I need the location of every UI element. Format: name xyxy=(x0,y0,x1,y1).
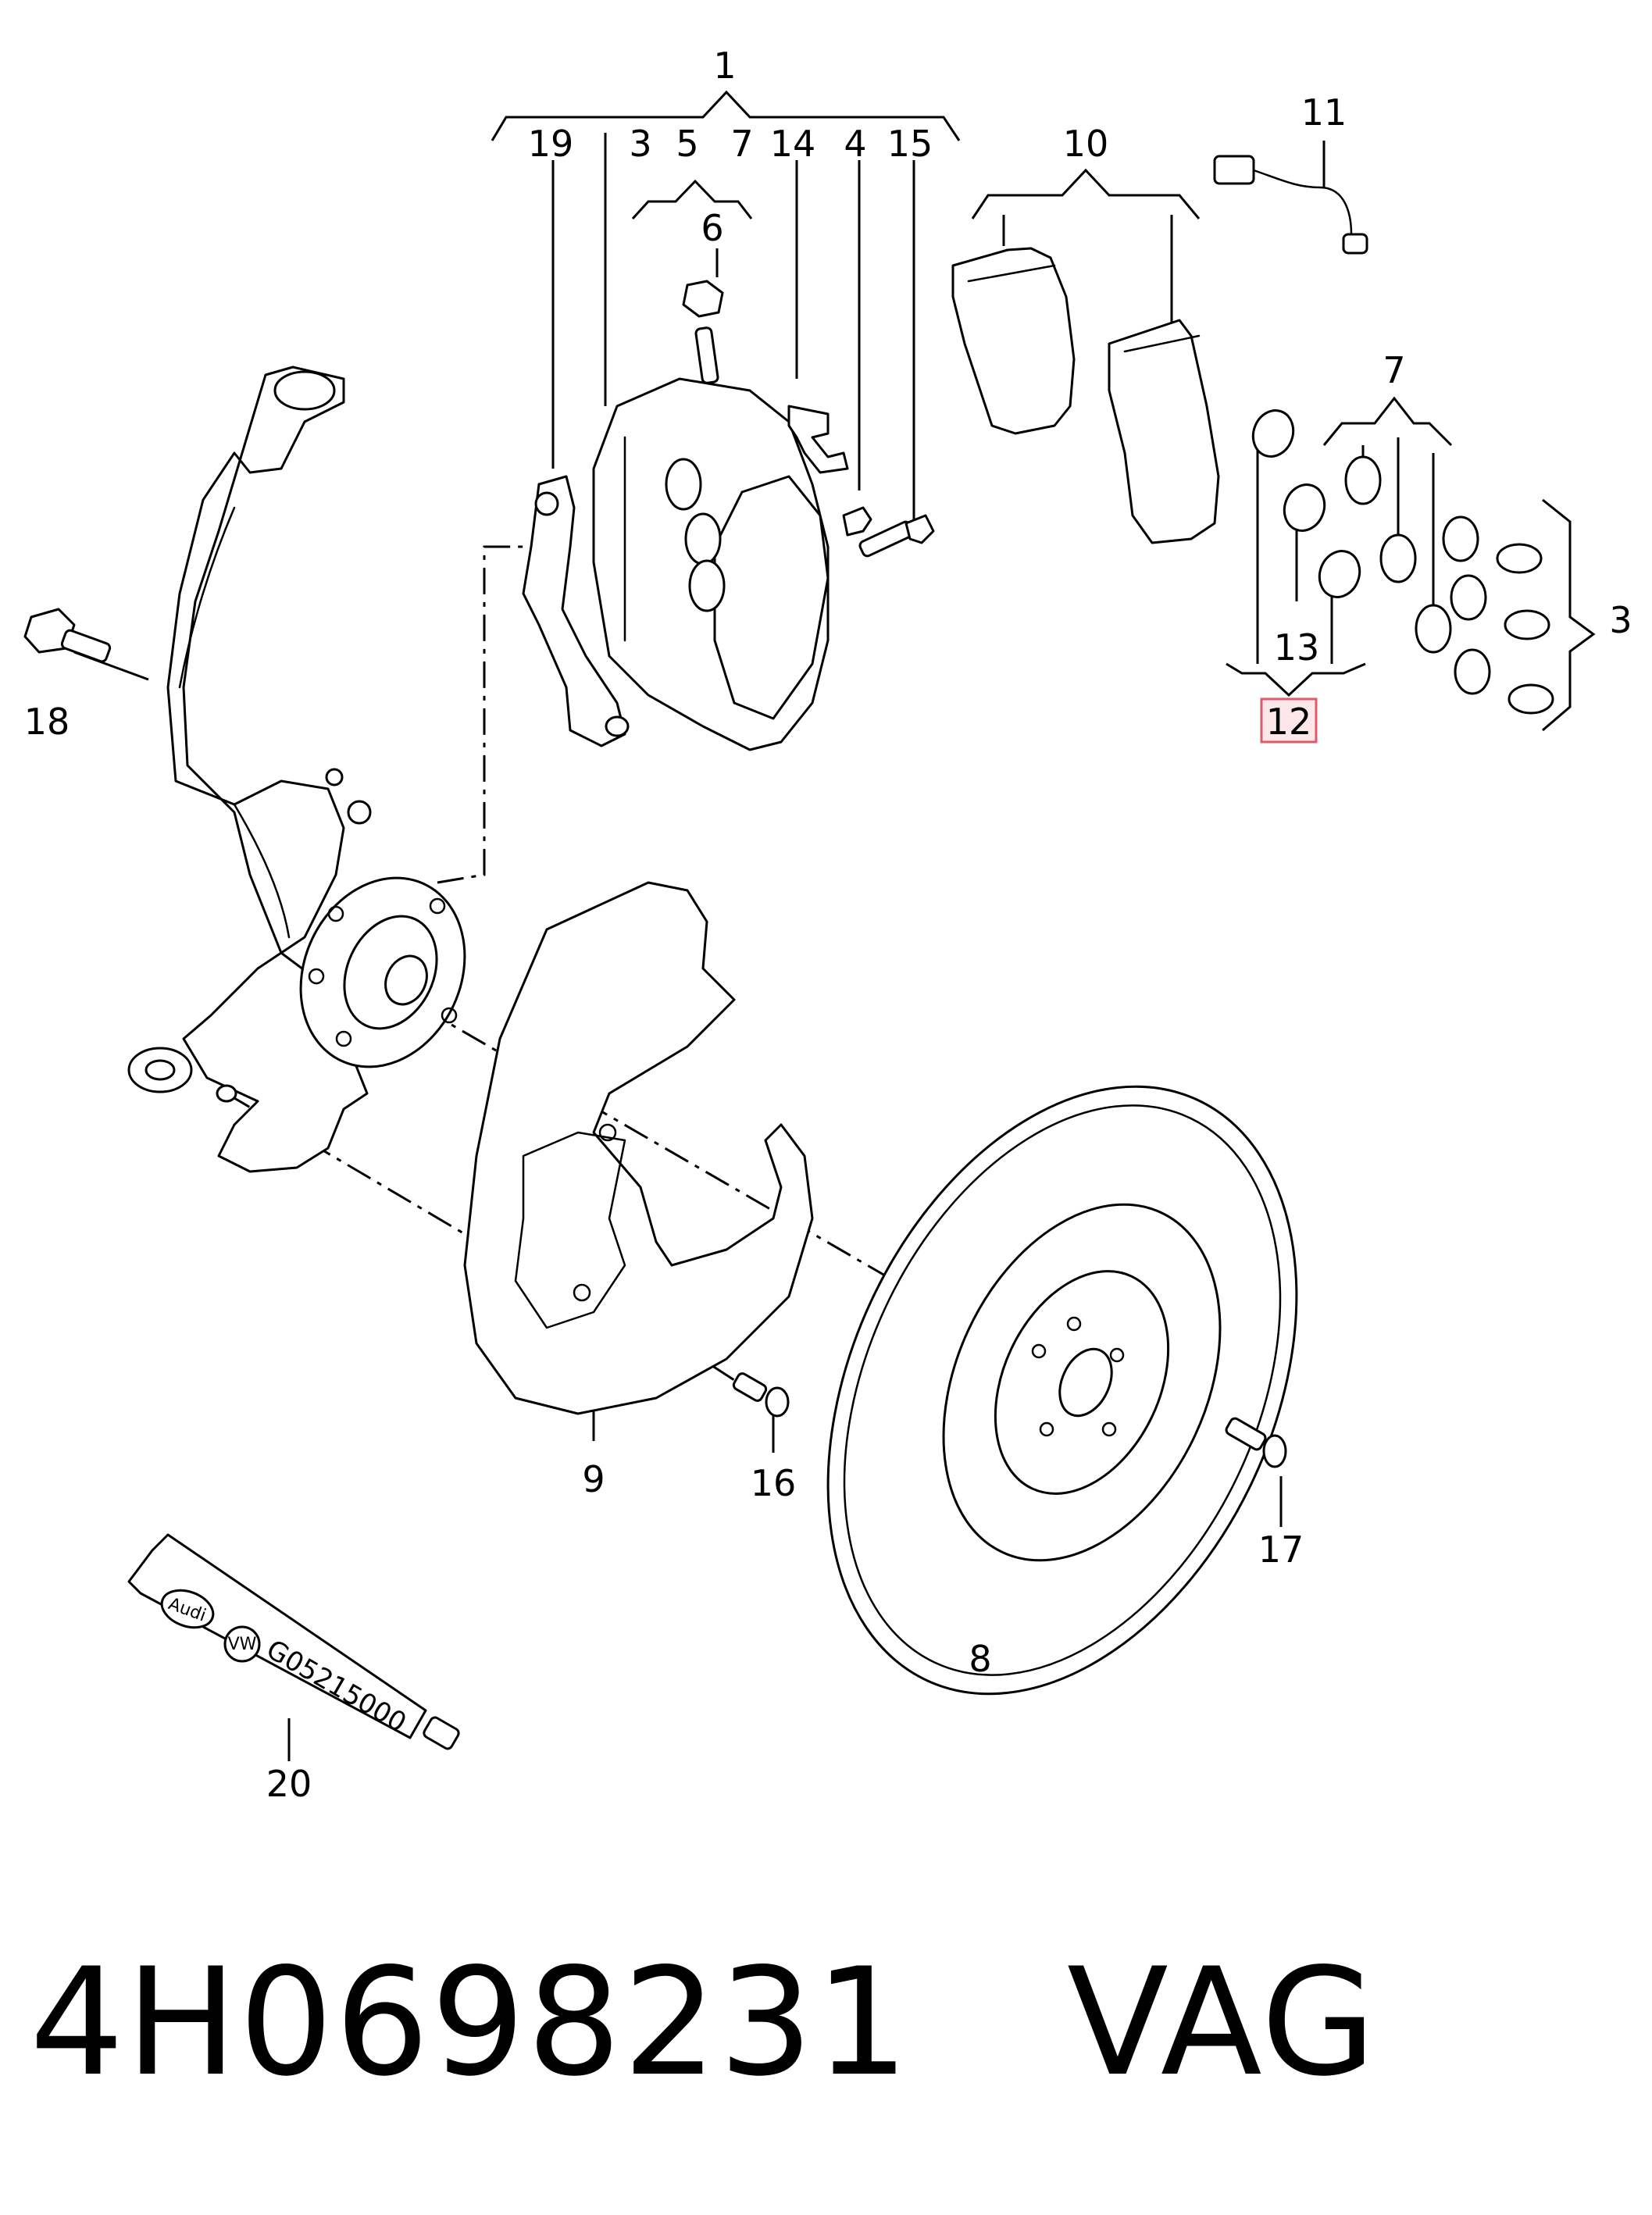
callout-17: 17 xyxy=(1258,1528,1304,1571)
callout-15: 15 xyxy=(887,123,933,165)
shield-screw xyxy=(732,1372,790,1418)
knuckle-bolt xyxy=(23,608,112,663)
brake-caliper xyxy=(592,377,830,751)
callout-3: 3 xyxy=(629,123,651,165)
pistons xyxy=(1442,515,1554,715)
callout-7b: 7 xyxy=(1383,349,1405,391)
wheel-hub xyxy=(299,876,466,1068)
brand-name: VAG xyxy=(1066,1936,1378,2109)
caliper-bolts xyxy=(842,506,935,558)
splash-shield xyxy=(463,881,814,1415)
wear-sensor xyxy=(1213,155,1368,255)
callout-4: 4 xyxy=(844,123,866,165)
callout-12: 12 xyxy=(1266,701,1312,743)
callout-highlight-box xyxy=(1260,697,1318,744)
part-number: 4H0698231 xyxy=(30,1936,911,2109)
piston-seals xyxy=(1344,455,1452,654)
callout-5: 5 xyxy=(676,123,698,165)
callout-1: 1 xyxy=(713,45,736,87)
callout-14: 14 xyxy=(770,123,816,165)
callout-10: 10 xyxy=(1063,123,1109,165)
steering-knuckle xyxy=(127,366,372,1173)
callout-20: 20 xyxy=(266,1763,312,1805)
callout-13: 13 xyxy=(1274,626,1320,669)
callout-9: 9 xyxy=(582,1458,605,1500)
callout-7: 7 xyxy=(730,123,753,165)
bleed-screw xyxy=(682,280,724,384)
leader-lines xyxy=(73,90,1596,1761)
callout-16: 16 xyxy=(751,1462,797,1504)
brake-disc xyxy=(826,1085,1298,1696)
callout-19: 19 xyxy=(528,123,574,165)
callout-8: 8 xyxy=(969,1638,991,1680)
caliper-bracket xyxy=(522,475,630,747)
tube-logo-vw: VW xyxy=(228,1635,257,1654)
grease-tube: Audi VW G05215000 xyxy=(127,1533,460,1750)
footer-caption: 4H0698231 VAG xyxy=(30,1937,1623,2109)
callout-3b: 3 xyxy=(1609,599,1632,641)
callout-labels: 1 19 3 5 7 14 4 15 6 10 11 7 3 13 12 18 … xyxy=(24,45,1632,1805)
callout-11: 11 xyxy=(1301,91,1347,134)
disc-screw xyxy=(1225,1417,1287,1468)
spring-clip xyxy=(787,405,849,474)
brake-pads xyxy=(951,247,1220,544)
callout-6: 6 xyxy=(701,207,723,249)
pad-shims xyxy=(1251,409,1361,598)
callout-18: 18 xyxy=(24,701,70,743)
